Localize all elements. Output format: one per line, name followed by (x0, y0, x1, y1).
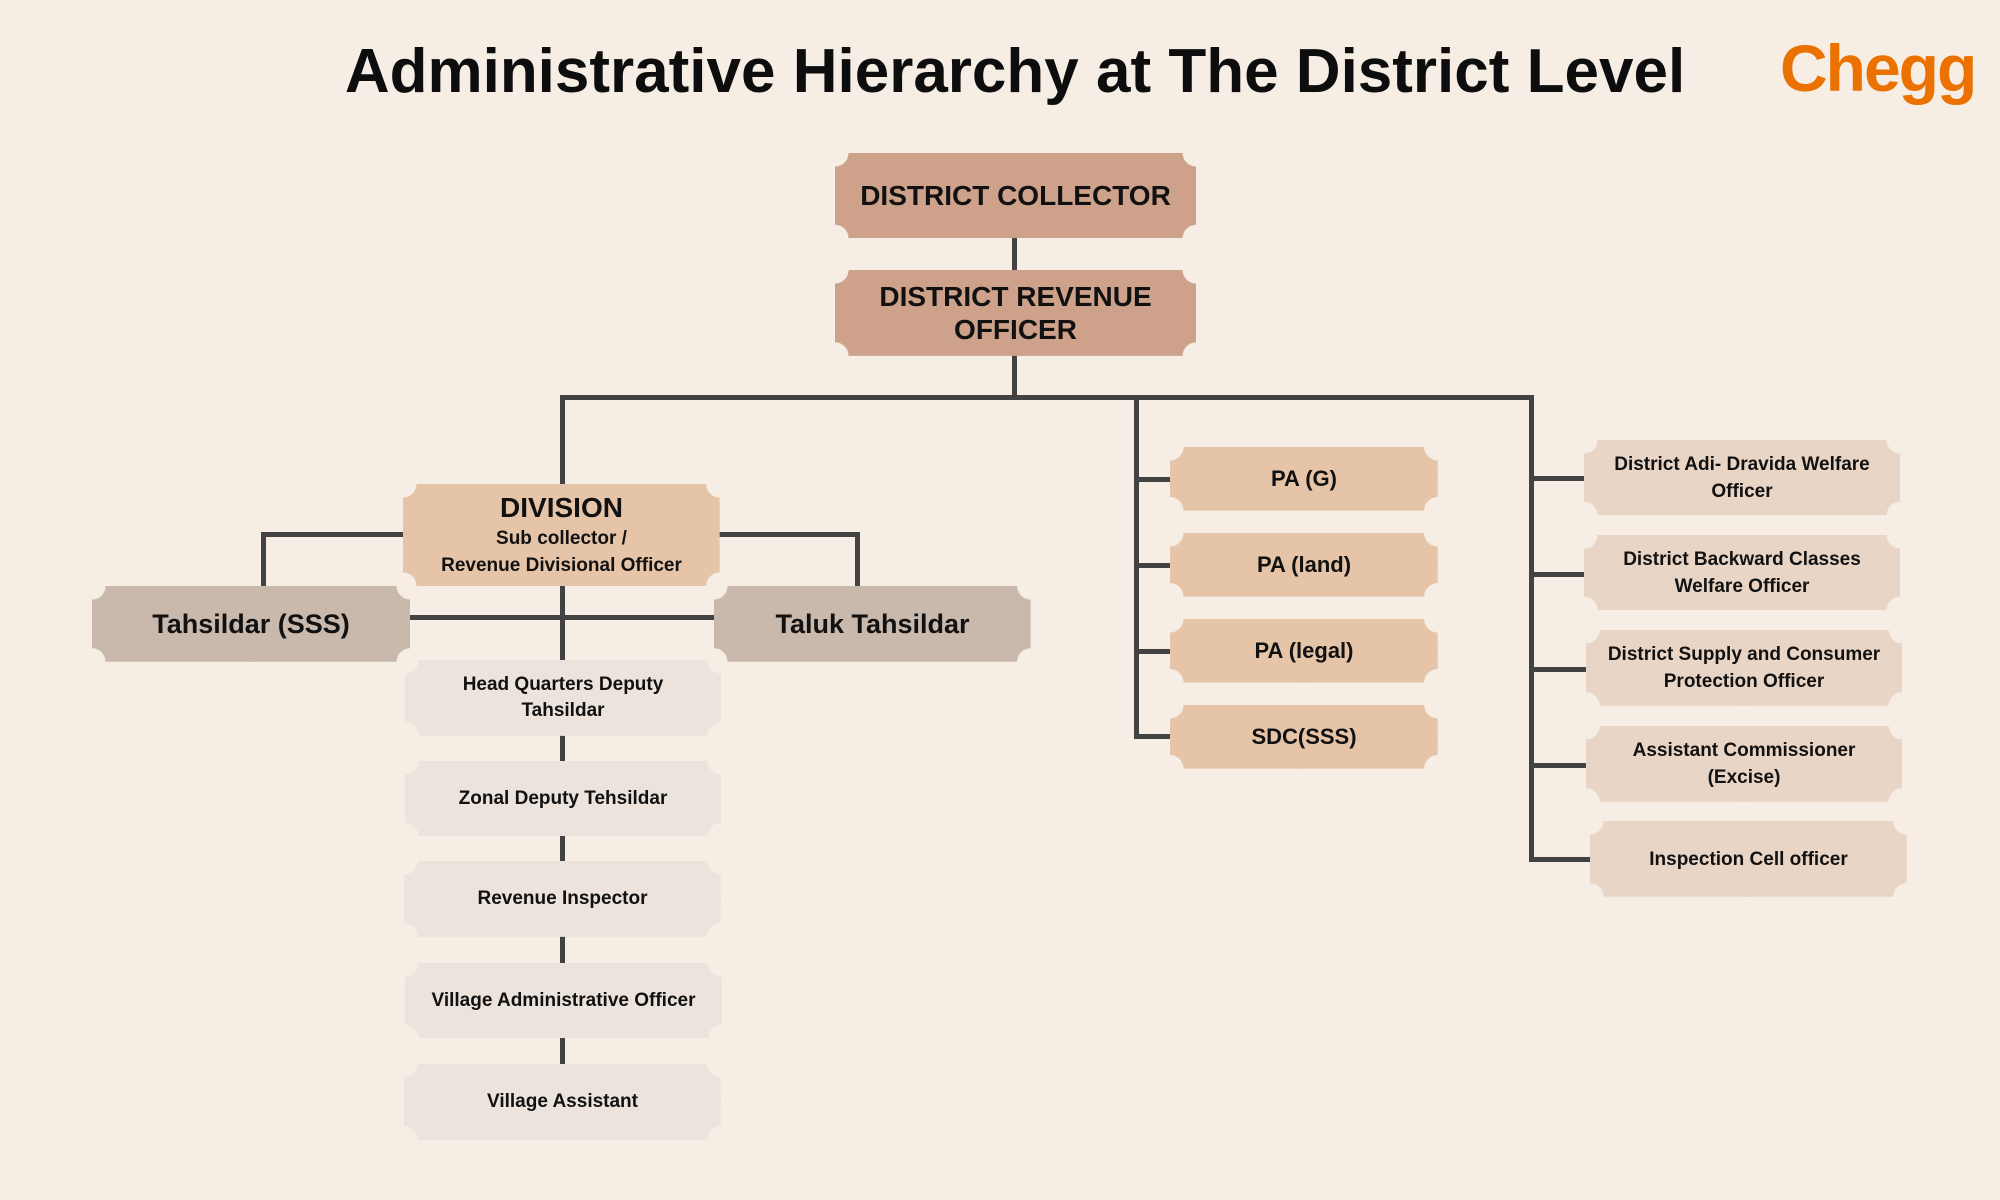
district-collector-label: DISTRICT COLLECTOR (860, 180, 1171, 211)
division-box: DIVISION Sub collector / Revenue Divisio… (403, 484, 720, 586)
officer-label: Assistant Commissioner (Excise) (1632, 740, 1856, 788)
officer-label: District Supply and Consumer Protection … (1607, 644, 1881, 692)
district-revenue-officer-box: DISTRICT REVENUE OFFICER (835, 270, 1196, 356)
connector-division-right-down (855, 532, 860, 588)
chain-label: Revenue Inspector (477, 888, 648, 909)
chain-box-village-assistant: Village Assistant (404, 1064, 721, 1140)
officer-box-excise: Assistant Commissioner (Excise) (1586, 726, 1902, 802)
taluk-tahsildar-box: Taluk Tahsildar (714, 586, 1031, 662)
pa-label: PA (land) (1256, 552, 1352, 577)
connector-dro-down (1012, 354, 1017, 399)
officer-label: Inspection Cell officer (1649, 848, 1848, 870)
officer-box-inspection-cell: Inspection Cell officer (1590, 821, 1907, 897)
pa-box-legal: PA (legal) (1170, 619, 1438, 683)
connector-officers-vertical (1529, 395, 1534, 862)
page-title: Administrative Hierarchy at The District… (344, 37, 1686, 106)
officer-box-backward-classes: District Backward Classes Welfare Office… (1584, 535, 1900, 610)
officer-label: District Backward Classes Welfare Office… (1623, 548, 1861, 597)
division-heading: DIVISION (500, 492, 623, 523)
chain-box-hq-deputy-tahsildar: Head Quarters Deputy Tahsildar (405, 660, 721, 736)
taluk-tahsildar-label: Taluk Tahsildar (775, 608, 970, 639)
connector-officer-3 (1529, 667, 1587, 672)
division-sub-line2: Revenue Divisional Officer (441, 555, 682, 576)
pa-label: PA (legal) (1254, 638, 1354, 663)
pa-box-sdc: SDC(SSS) (1170, 705, 1438, 769)
connector-pa-4 (1134, 734, 1172, 739)
pa-box-land: PA (land) (1170, 533, 1438, 597)
pa-label: SDC(SSS) (1251, 724, 1357, 749)
officer-box-adi-dravida: District Adi- Dravida Welfare Officer (1584, 440, 1900, 515)
chain-label: Head Quarters Deputy Tahsildar (462, 674, 664, 721)
tahsildar-sss-label: Tahsildar (SSS) (152, 608, 350, 639)
district-collector-box: DISTRICT COLLECTOR (835, 153, 1196, 238)
connector-to-division (560, 395, 565, 486)
chain-box-zonal-deputy-tehsildar: Zonal Deputy Tehsildar (405, 761, 721, 836)
chain-label: Village Administrative Officer (431, 989, 696, 1011)
connector-division-left (261, 532, 405, 537)
connector-pa-3 (1134, 649, 1172, 654)
tahsildar-sss-box: Tahsildar (SSS) (92, 586, 410, 662)
connector-division-left-down (261, 532, 266, 588)
connector-pa-2 (1134, 563, 1172, 568)
officer-box-supply-consumer: District Supply and Consumer Protection … (1586, 630, 1902, 706)
pa-box-g: PA (G) (1170, 447, 1438, 511)
officer-label: District Adi- Dravida Welfare Officer (1614, 453, 1870, 502)
chain-label: Village Assistant (486, 1091, 638, 1112)
chegg-logo: Chegg (1780, 31, 1977, 105)
pa-label: PA (G) (1271, 466, 1337, 491)
division-sub-line1: Sub collector / (496, 528, 627, 549)
connector-main-horizontal (560, 395, 1534, 400)
connector-officer-5 (1529, 857, 1591, 862)
connector-collector-dro (1012, 236, 1017, 272)
chain-box-revenue-inspector: Revenue Inspector (404, 861, 721, 937)
district-revenue-officer-label: DISTRICT REVENUE OFFICER (879, 281, 1152, 345)
connector-officer-4 (1529, 763, 1587, 768)
connector-officer-2 (1529, 572, 1585, 577)
chain-box-village-admin-officer: Village Administrative Officer (405, 963, 722, 1038)
connector-division-right (718, 532, 859, 537)
connector-officer-1 (1529, 476, 1585, 481)
connector-pa-1 (1134, 477, 1172, 482)
chain-label: Zonal Deputy Tehsildar (458, 787, 668, 809)
